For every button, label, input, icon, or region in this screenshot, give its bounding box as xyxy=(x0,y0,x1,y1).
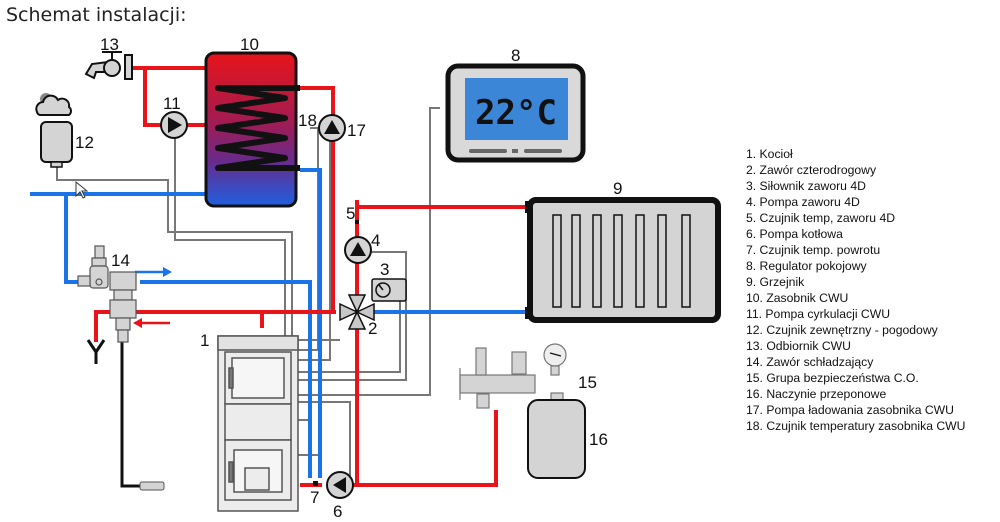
legend-item: 3. Siłownik zaworu 4D xyxy=(746,179,866,193)
valve-sensor-probe xyxy=(139,481,165,491)
valve-sensor-cable xyxy=(120,340,140,488)
legend-item: 10. Zasobnik CWU xyxy=(746,291,849,305)
label-9: 9 xyxy=(613,179,622,198)
label-18: 18 xyxy=(298,111,317,130)
flow-arrow-right-icon xyxy=(163,267,172,277)
return-temp-sensor[interactable] xyxy=(313,481,318,486)
mouse-cursor-icon xyxy=(75,180,89,199)
radiator[interactable] xyxy=(525,197,721,323)
label-15: 15 xyxy=(578,373,597,392)
room-thermostat[interactable] xyxy=(445,63,586,163)
flow-arrow-left-icon xyxy=(133,318,142,328)
label-1: 1 xyxy=(200,331,209,350)
legend-item: 16. Naczynie przeponowe xyxy=(746,387,887,401)
label-7: 7 xyxy=(310,488,319,507)
outdoor-sensor[interactable] xyxy=(35,93,73,168)
mixing-valve-pump[interactable] xyxy=(344,236,372,264)
label-11: 11 xyxy=(163,94,181,113)
legend-item: 13. Odbiornik CWU xyxy=(746,339,851,353)
legend-item: 2. Zawór czterodrogowy xyxy=(746,163,877,177)
label-4: 4 xyxy=(371,231,380,250)
label-17: 17 xyxy=(347,121,366,140)
legend-item: 6. Pompa kotłowa xyxy=(746,227,843,241)
mixing-valve-sensor[interactable] xyxy=(355,220,359,224)
label-3: 3 xyxy=(380,260,389,279)
legend-list: 1. Kocioł 2. Zawór czterodrogowy 3. Siło… xyxy=(746,146,965,434)
boiler[interactable] xyxy=(217,335,299,512)
safety-group[interactable] xyxy=(459,343,567,409)
legend-item: 17. Pompa ładowania zasobnika CWU xyxy=(746,403,954,417)
label-10: 10 xyxy=(240,35,259,54)
legend-item: 14. Zawór schładzający xyxy=(746,355,874,369)
label-16: 16 xyxy=(589,430,608,449)
label-13: 13 xyxy=(100,35,119,54)
legend-item: 4. Pompa zaworu 4D xyxy=(746,195,860,209)
hot-water-tank[interactable] xyxy=(204,51,300,208)
legend-item: 12. Czujnik zewnętrzny - pogodowy xyxy=(746,323,938,337)
label-6: 6 xyxy=(333,502,342,521)
legend-item: 15. Grupa bezpieczeństwa C.O. xyxy=(746,371,919,385)
boiler-pump[interactable] xyxy=(326,471,354,499)
circulation-pump[interactable] xyxy=(160,111,188,139)
valve-actuator[interactable] xyxy=(371,278,407,302)
label-8: 8 xyxy=(511,46,520,65)
drain-icon xyxy=(86,339,106,364)
label-14: 14 xyxy=(111,251,130,270)
expansion-vessel[interactable] xyxy=(527,399,586,479)
four-way-valve[interactable] xyxy=(339,294,375,330)
legend-item: 7. Czujnik temp. powrotu xyxy=(746,243,881,257)
legend-item: 11. Pompa cyrkulacji CWU xyxy=(746,307,891,321)
thermostatic-valve[interactable] xyxy=(77,245,137,343)
legend-item: 18. Czujnik temperatury zasobnika CWU xyxy=(746,419,966,433)
hot-water-tap[interactable] xyxy=(84,51,133,80)
diagram-title: Schemat instalacji: xyxy=(6,4,187,26)
legend-item: 1. Kocioł xyxy=(746,147,793,161)
legend-item: 9. Grzejnik xyxy=(746,275,805,289)
thermostat-display: 22°C xyxy=(475,93,557,133)
tank-loading-pump[interactable] xyxy=(318,114,346,142)
label-12: 12 xyxy=(75,133,94,152)
legend-item: 5. Czujnik temp, zaworu 4D xyxy=(746,211,896,225)
label-5: 5 xyxy=(346,204,355,223)
legend-item: 8. Regulator pokojowy xyxy=(746,259,867,273)
label-2: 2 xyxy=(368,319,377,338)
